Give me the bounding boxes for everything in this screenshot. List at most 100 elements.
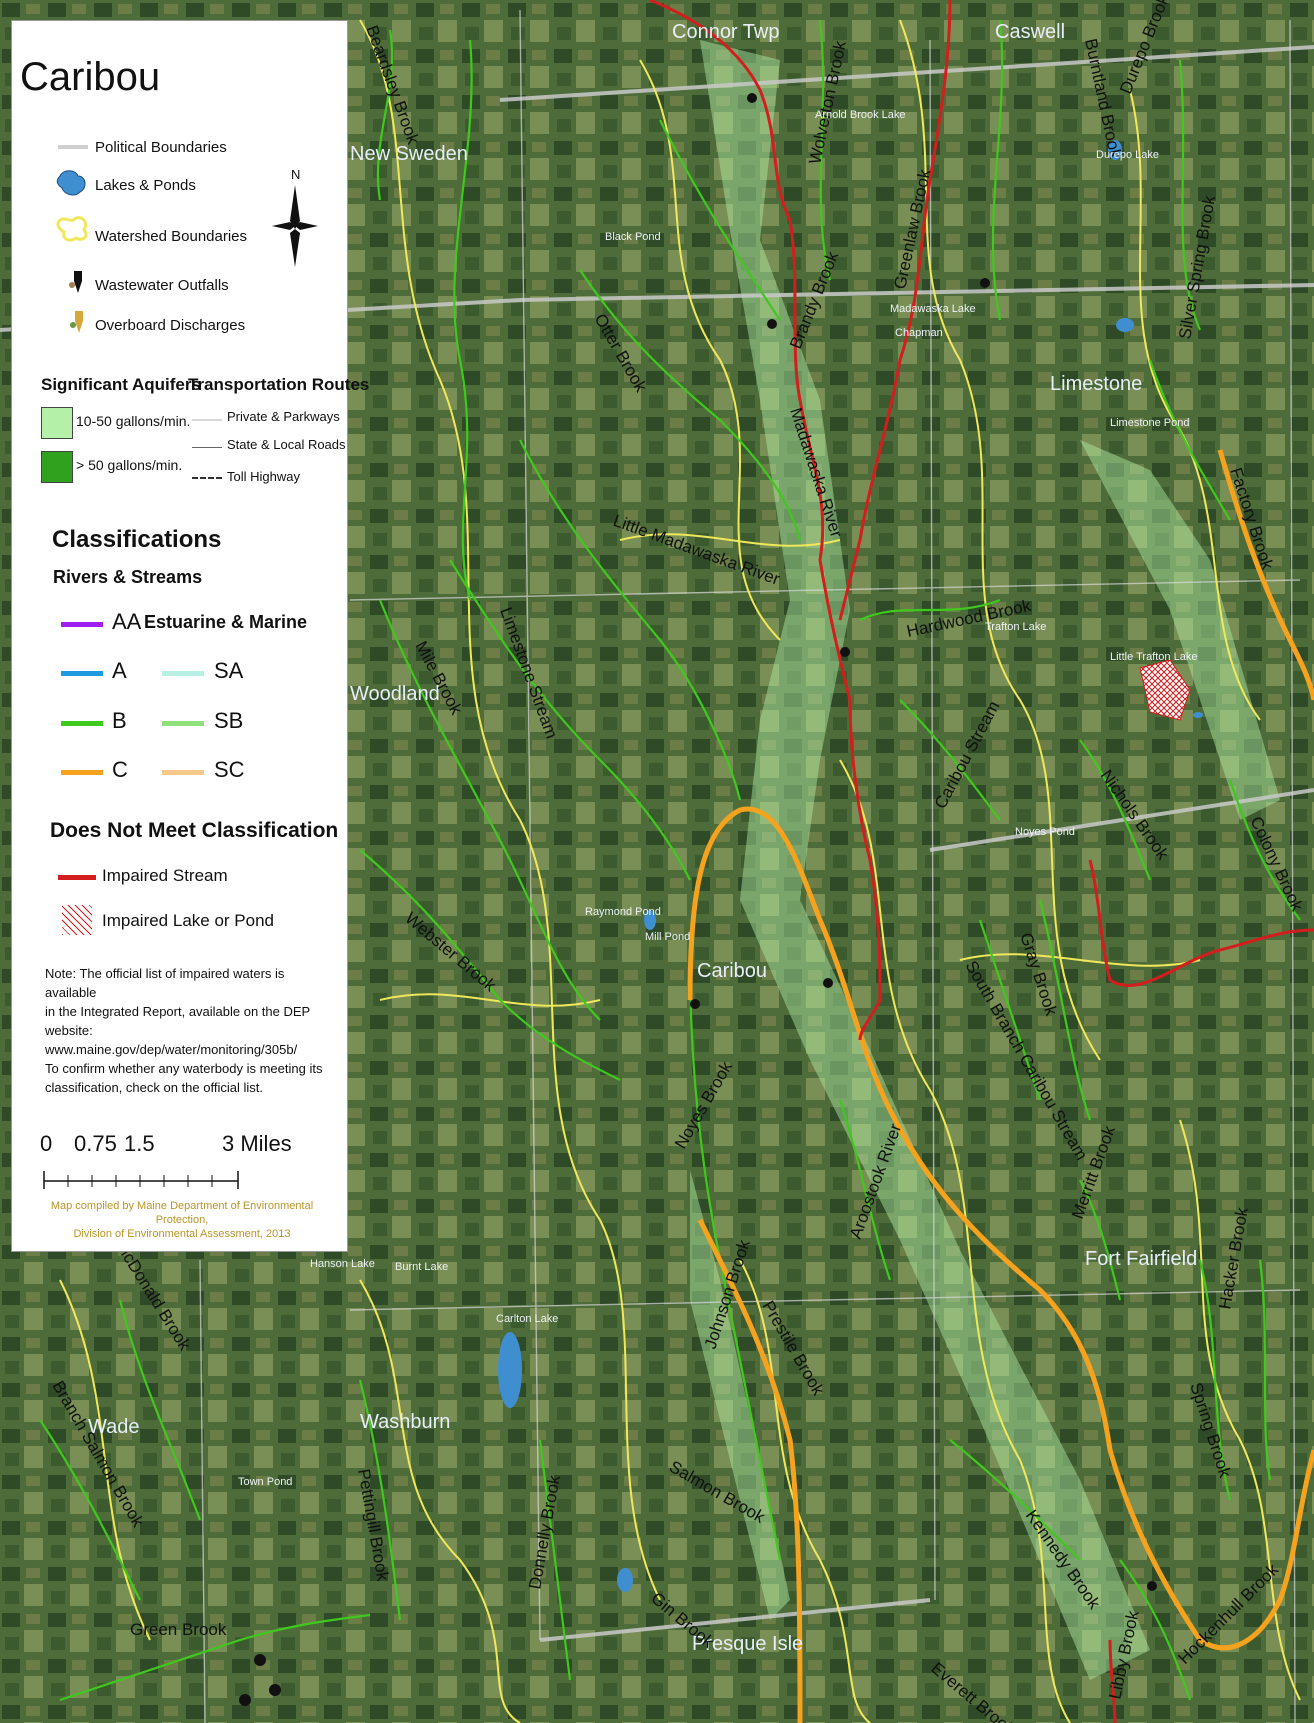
watershed-boundary	[359, 19, 661, 1601]
lake-label: Mill Pond	[645, 931, 690, 943]
lake-label: Raymond Pond	[585, 906, 661, 918]
class-sa-line	[162, 671, 204, 676]
scale-bar	[43, 1171, 239, 1189]
class-a-line	[61, 671, 103, 676]
watershed-boundary	[379, 993, 601, 1007]
stream	[818, 19, 832, 281]
class-c-line	[61, 770, 103, 775]
legend-layer-label: Lakes & Ponds	[95, 177, 196, 194]
lake-label: Limestone Pond	[1110, 417, 1190, 429]
outfall	[254, 1654, 266, 1666]
lake-label: Town Pond	[238, 1476, 292, 1488]
stream	[449, 559, 691, 881]
stream	[659, 119, 781, 321]
legend-layer-label: Political Boundaries	[95, 139, 227, 156]
stream	[1198, 1259, 1232, 1501]
note-line: website: www.maine.gov/dep/water/monitor…	[45, 1023, 298, 1057]
north-arrow-label: N	[291, 167, 301, 182]
impaired-lake-label: Impaired Lake or Pond	[102, 911, 274, 930]
aquifers-heading: Significant Aquifers	[41, 375, 201, 394]
lake-label: Noyes Pond	[1015, 826, 1075, 838]
stream	[453, 39, 473, 601]
outfall	[690, 999, 700, 1009]
stream	[1079, 739, 1152, 881]
aquifer-label: > 50 gallons/min.	[76, 457, 183, 473]
stream	[358, 1379, 402, 1621]
note-line: classification, check on the official li…	[45, 1080, 263, 1095]
impaired-lake-swatch	[62, 905, 92, 935]
town-label: New Sweden	[350, 143, 468, 165]
watershed-boundary	[359, 1279, 521, 1723]
outfall	[239, 1694, 251, 1706]
stream	[1148, 359, 1231, 521]
classifications-heading: Classifications	[52, 526, 222, 553]
town-label: Wade	[88, 1416, 140, 1438]
note-line: in the Integrated Report, available on t…	[45, 1004, 311, 1019]
north-arrow-icon	[272, 185, 318, 267]
stream	[838, 1099, 892, 1281]
class-sa-label: SA	[214, 658, 244, 683]
road	[539, 1598, 931, 1642]
legend-layer-label: Watershed Boundaries	[95, 228, 248, 245]
lake-label: Hanson Lake	[310, 1258, 375, 1270]
town-label: Caswell	[995, 21, 1065, 43]
lake-label: Black Pond	[605, 231, 661, 243]
outfall	[980, 278, 990, 288]
outfall	[269, 1684, 281, 1696]
town-label: Connor Twp	[672, 21, 779, 43]
stream	[1178, 59, 1202, 331]
impaired-stream	[1088, 859, 1314, 987]
transport-label: Toll Highway	[227, 469, 300, 484]
aquifer-area	[690, 1170, 790, 1620]
toll-highway-icon	[192, 477, 222, 479]
legend-layer-label: Overboard Discharges	[95, 317, 246, 334]
map-legend: Caribou Political Boundaries Lakes & Pon…	[11, 20, 369, 1252]
stream	[859, 598, 1001, 621]
class-a-label: A	[112, 658, 127, 683]
stream	[378, 599, 601, 1021]
road	[499, 45, 1314, 102]
scale-label: 0	[40, 1131, 53, 1156]
road	[929, 39, 936, 1601]
watershed-boundary	[839, 759, 1071, 1723]
scale-label: 3 Miles	[222, 1131, 292, 1156]
impaired-stream	[838, 0, 952, 621]
transport-heading: Transportation Routes	[188, 375, 370, 394]
stream	[1079, 1179, 1122, 1301]
stream	[1228, 779, 1301, 921]
town-label: Fort Fairfield	[1085, 1248, 1197, 1270]
stream	[899, 699, 1001, 821]
lake-label: Arnold Brook Lake	[815, 109, 906, 121]
aroostook-river-south	[697, 1218, 803, 1723]
stream	[376, 29, 394, 201]
overboard-discharge-icon	[70, 311, 83, 333]
outfall	[747, 93, 757, 103]
impaired-waters-note: Note: The official list of impaired wate…	[45, 964, 335, 1097]
stream	[991, 19, 1004, 321]
lake	[1193, 712, 1203, 718]
class-b-line	[61, 721, 103, 726]
lake	[617, 1568, 633, 1592]
aquifer-swatch	[41, 407, 73, 439]
watershed-boundary	[59, 1279, 151, 1641]
lake-label: Burnt Lake	[395, 1261, 448, 1273]
class-b-label: B	[112, 708, 127, 733]
stream	[978, 919, 1042, 1101]
town-labels: Caswell Limestone Caribou Fort Fairfield…	[88, 21, 1197, 1655]
transport-label: State & Local Roads	[227, 437, 346, 452]
aquifer-label: 10-50 gallons/min.	[76, 413, 191, 429]
watershed-boundary	[639, 59, 781, 641]
impaired-stream	[1108, 1639, 1117, 1723]
lake	[1116, 318, 1134, 332]
aquifer-swatch	[41, 451, 73, 483]
class-c-label: C	[112, 757, 128, 782]
lake-label: Trafton Lake	[985, 621, 1046, 633]
legend-title: Caribou	[20, 55, 161, 99]
stream	[59, 1613, 371, 1702]
stream	[1038, 899, 1092, 1121]
road	[1289, 19, 1296, 1723]
lake-label: Chapman	[895, 327, 943, 339]
watershed-boundary	[959, 953, 1201, 967]
road	[199, 1259, 206, 1723]
